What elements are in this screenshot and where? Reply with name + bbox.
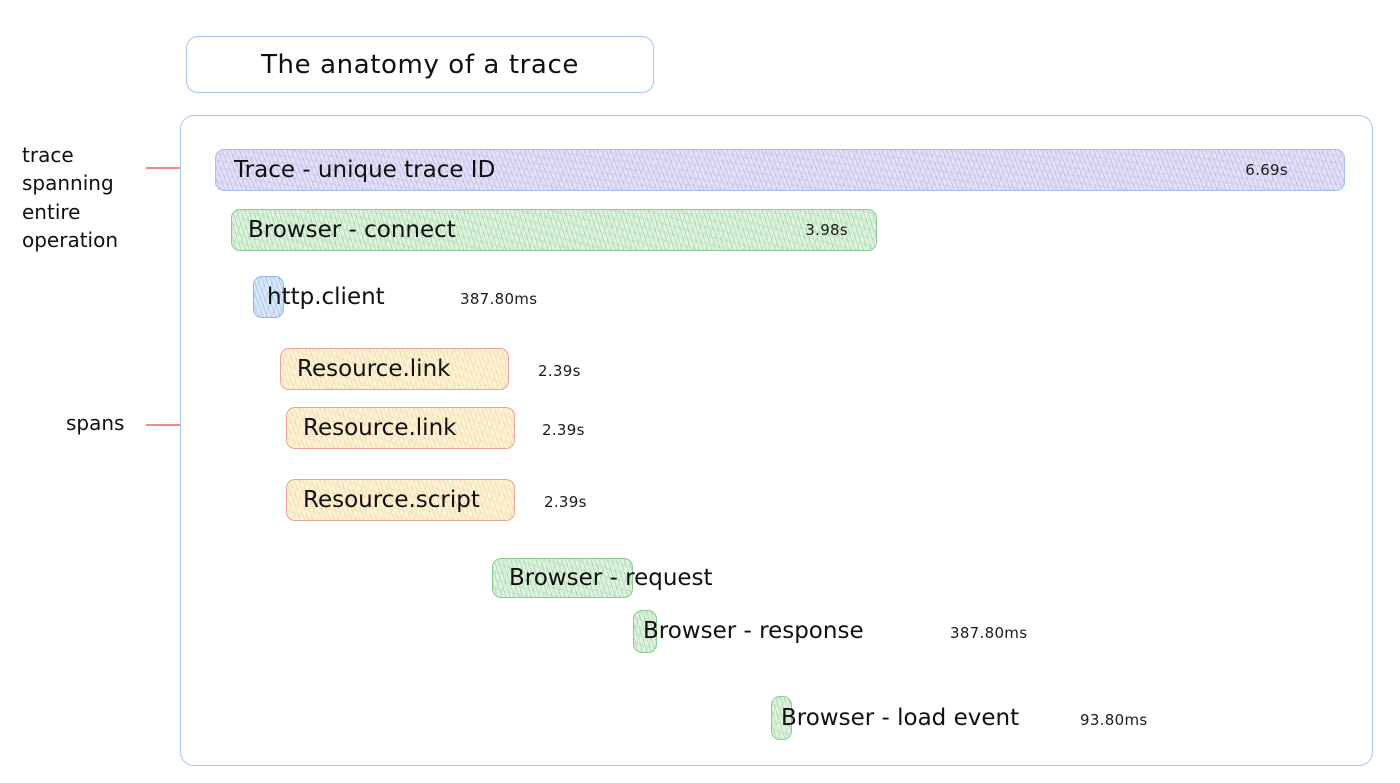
trace-bar-label: Trace - unique trace ID — [234, 156, 496, 183]
http-client-bar[interactable]: http.client — [253, 276, 385, 318]
trace-bar[interactable]: Trace - unique trace ID 6.69s — [215, 149, 1345, 191]
browser-response-bar-label: Browser - response — [643, 618, 864, 644]
browser-connect-bar[interactable]: Browser - connect 3.98s — [231, 209, 877, 251]
browser-load-event-bar[interactable]: Browser - load event — [771, 696, 1019, 740]
browser-connect-bar-label: Browser - connect — [248, 216, 456, 243]
resource-link-bar-2[interactable]: Resource.link — [286, 407, 515, 449]
browser-request-bar-label: Browser - request — [509, 564, 713, 591]
diagram-title-box: The anatomy of a trace — [186, 36, 654, 93]
browser-response-bar-duration: 387.80ms — [950, 624, 1028, 642]
resource-script-bar-duration: 2.39s — [544, 493, 587, 511]
page-title: The anatomy of a trace — [261, 49, 579, 80]
resource-script-bar-label: Resource.script — [303, 486, 480, 513]
browser-response-bar[interactable]: Browser - response — [633, 610, 864, 653]
browser-load-event-bar-label: Browser - load event — [781, 704, 1020, 731]
resource-link-bar-1[interactable]: Resource.link — [280, 348, 509, 390]
resource-link-bar-1-label: Resource.link — [297, 355, 451, 382]
resource-link-bar-1-duration: 2.39s — [538, 362, 581, 380]
http-client-bar-duration: 387.80ms — [460, 290, 538, 308]
trace-bar-duration: 6.69s — [1245, 160, 1288, 179]
resource-link-bar-2-label: Resource.link — [303, 414, 457, 441]
resource-link-bar-2-duration: 2.39s — [542, 421, 585, 439]
resource-script-bar[interactable]: Resource.script — [286, 479, 515, 521]
browser-connect-bar-duration: 3.98s — [805, 220, 848, 239]
trace-waterfall-frame: Trace - unique trace ID 6.69s Browser - … — [180, 115, 1373, 766]
trace-annotation-label: trace spanning entire operation — [22, 143, 119, 253]
browser-load-event-bar-duration: 93.80ms — [1080, 711, 1148, 729]
http-client-bar-label: http.client — [267, 283, 385, 310]
spans-annotation-label: spans — [66, 411, 125, 435]
browser-request-bar[interactable]: Browser - request — [492, 558, 713, 598]
